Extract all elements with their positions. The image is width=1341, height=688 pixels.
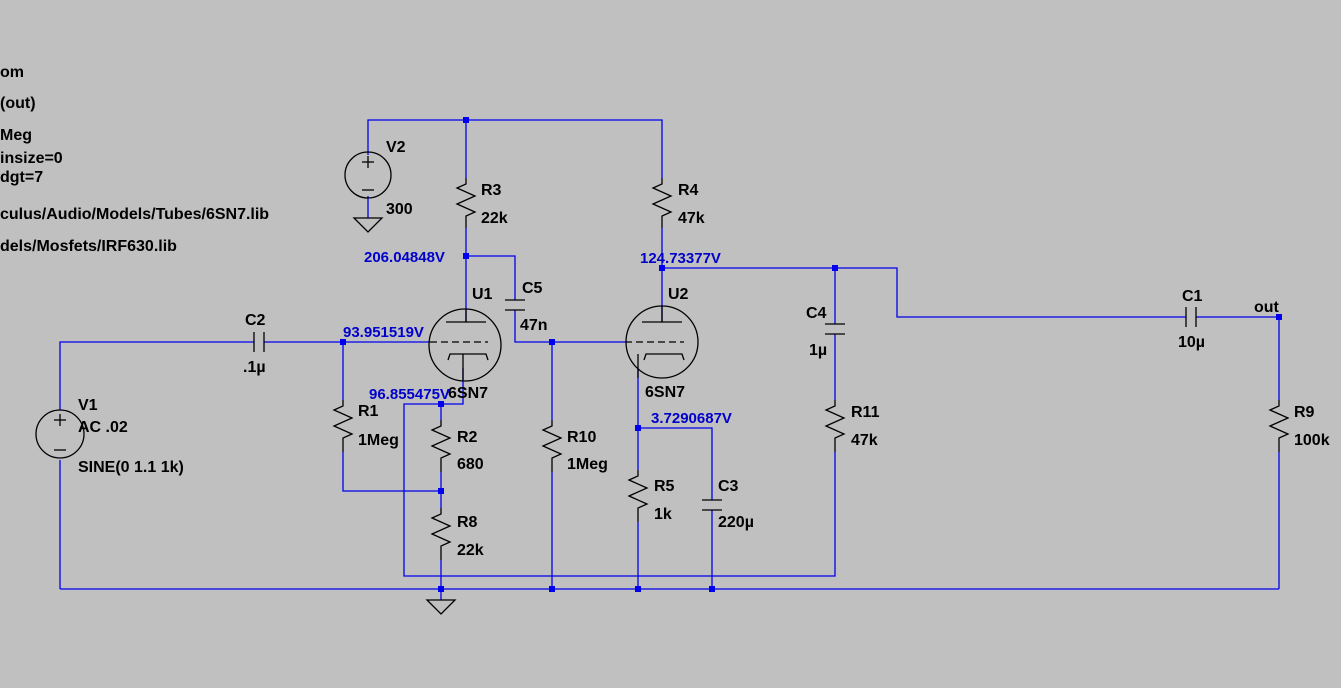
junctions (340, 117, 1282, 592)
junction (438, 586, 444, 592)
component-value: 47k (851, 432, 878, 449)
voltage-u1-cathode: 96.855475V (369, 386, 450, 403)
triode-u1[interactable]: U1 6SN7 (428, 286, 502, 402)
wire-to-c1 (835, 267, 1186, 318)
component-value: .1µ (243, 359, 266, 376)
voltage-u2-plate: 124.73377V (640, 250, 721, 267)
junction (635, 586, 641, 592)
wire-supply-rail (367, 119, 663, 178)
wire-v1-to-c2 (59, 341, 254, 410)
component-value: 47n (520, 317, 548, 334)
component-value: 680 (457, 456, 484, 473)
component-name: V1 (78, 397, 98, 414)
wire-c5-to-u2-grid (514, 310, 625, 343)
component-value: 10µ (1178, 334, 1205, 351)
ground-symbol (425, 599, 457, 615)
directive-line: Meg (0, 127, 32, 144)
component-value: 1µ (809, 342, 827, 359)
resistor-r11[interactable]: R11 47k (824, 400, 880, 452)
resistor-r10[interactable]: R10 1Meg (541, 420, 608, 473)
junction (438, 488, 444, 494)
component-name: U2 (668, 286, 689, 303)
junction (340, 339, 346, 345)
directive-line: insize=0 (0, 150, 63, 167)
component-name: R10 (567, 429, 596, 446)
component-name: C5 (522, 280, 543, 297)
component-value: 300 (386, 201, 413, 218)
directive-line: (out) (0, 95, 36, 112)
component-name: U1 (472, 286, 493, 303)
voltage-u2-cathode: 3.7290687V (651, 410, 732, 427)
node-voltages: 206.04848V 124.73377V 93.951519V 96.8554… (343, 249, 732, 427)
resistor-r8[interactable]: R8 22k (430, 508, 484, 560)
capacitor-c1[interactable]: C1 10µ (1178, 288, 1205, 351)
component-name: R8 (457, 514, 478, 531)
net-label-out[interactable]: out (1254, 299, 1280, 316)
junction (549, 586, 555, 592)
component-value: 220µ (718, 514, 754, 531)
voltage-source-v1[interactable]: V1 AC .02 SINE(0 1.1 1k) (35, 397, 184, 476)
component-value: 22k (481, 210, 508, 227)
component-name: R9 (1294, 404, 1315, 421)
directive-line: dgt=7 (0, 169, 43, 186)
junction (832, 265, 838, 271)
component-name: C1 (1182, 288, 1203, 305)
component-value: 1Meg (358, 432, 399, 449)
junction (549, 339, 555, 345)
resistor-r4[interactable]: R4 47k (651, 178, 705, 228)
voltage-u1-grid: 93.951519V (343, 324, 424, 341)
resistor-r9[interactable]: R9 100k (1268, 400, 1330, 452)
resistor-r5[interactable]: R5 1k (627, 470, 675, 523)
wire-u2-cathode (637, 368, 713, 500)
component-value: 22k (457, 542, 484, 559)
capacitor-c3[interactable]: C3 220µ (702, 478, 754, 531)
junction (659, 265, 665, 271)
component-name: R4 (678, 182, 699, 199)
capacitor-c5[interactable]: C5 47n (505, 280, 548, 334)
component-value: 1Meg (567, 456, 608, 473)
component-value: 6SN7 (448, 385, 488, 402)
junction (463, 253, 469, 259)
wire-c1-to-out (1196, 316, 1280, 400)
component-value: AC .02 (78, 419, 128, 436)
junction (635, 425, 641, 431)
capacitor-c2[interactable]: C2 .1µ (243, 312, 266, 376)
component-value-2: SINE(0 1.1 1k) (78, 459, 184, 476)
junction (438, 401, 444, 407)
ground-symbol (352, 217, 384, 233)
wire-u1-plate-node (465, 228, 516, 300)
component-name: C2 (245, 312, 266, 329)
component-name: C3 (718, 478, 739, 495)
component-value: 6SN7 (645, 384, 685, 401)
directive-line: culus/Audio/Models/Tubes/6SN7.lib (0, 206, 269, 223)
voltage-source-v2[interactable]: V2 300 (344, 139, 413, 218)
component-value: 1k (654, 506, 672, 523)
wire-feedback-loop (403, 403, 836, 577)
component-name: R1 (358, 403, 379, 420)
component-name: C4 (806, 305, 827, 322)
junction (463, 117, 469, 123)
resistor-r1[interactable]: R1 1Meg (332, 400, 399, 452)
junction (1276, 314, 1282, 320)
resistor-r2[interactable]: R2 680 (430, 420, 484, 473)
triode-u2[interactable]: U2 6SN7 (625, 286, 699, 401)
directive-line: dels/Mosfets/IRF630.lib (0, 238, 177, 255)
component-name: R11 (851, 404, 880, 421)
component-name: R3 (481, 182, 502, 199)
component-value: 100k (1294, 432, 1330, 449)
component-name: R2 (457, 429, 478, 446)
resistor-r3[interactable]: R3 22k (455, 178, 508, 228)
spice-directives: om (out) Meg insize=0 dgt=7 culus/Audio/… (0, 64, 269, 255)
component-value: 47k (678, 210, 705, 227)
voltage-u1-plate: 206.04848V (364, 249, 445, 266)
directive-line: om (0, 64, 24, 81)
capacitor-c4[interactable]: C4 1µ (806, 305, 845, 359)
component-name: R5 (654, 478, 675, 495)
component-name: V2 (386, 139, 406, 156)
wire-r1-bottom (342, 452, 441, 492)
wires (59, 119, 1280, 600)
junction (709, 586, 715, 592)
